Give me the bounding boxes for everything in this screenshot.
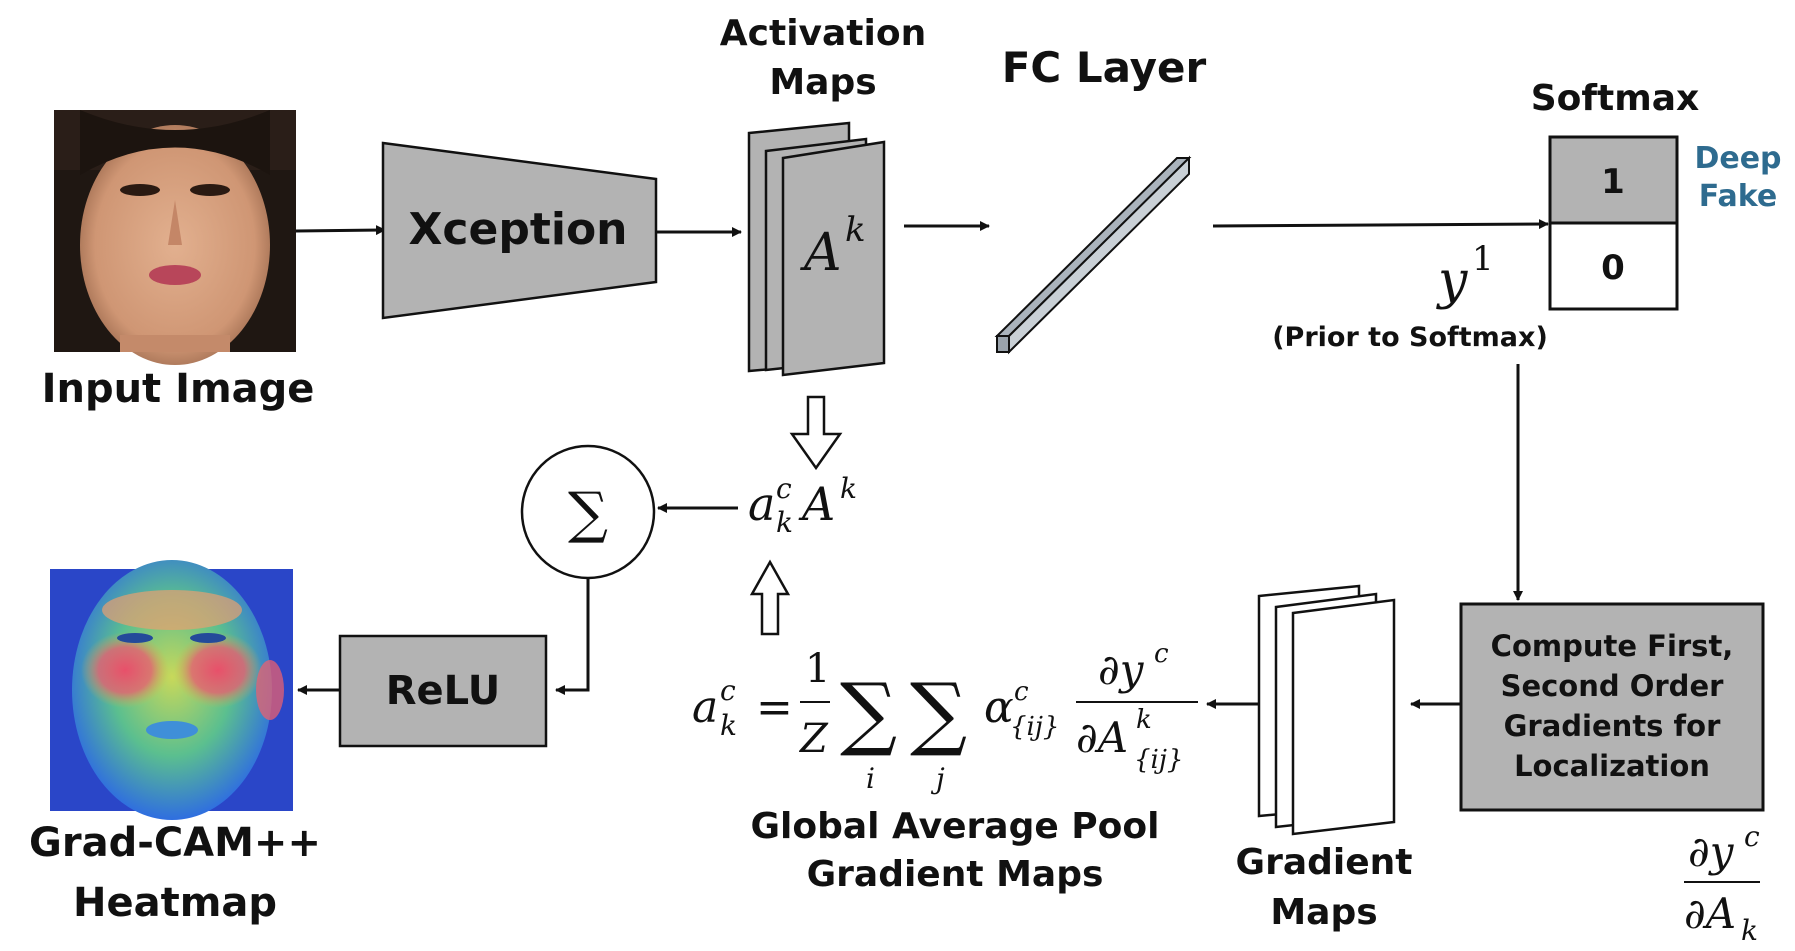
eq-dA: ∂A bbox=[1076, 713, 1128, 762]
activation-maps-stack bbox=[747, 121, 886, 377]
xception-label: Xception bbox=[408, 204, 627, 255]
hollow-arrow-up bbox=[749, 559, 791, 636]
softmax-cell-real bbox=[1548, 221, 1679, 311]
corner-dy: ∂y bbox=[1688, 827, 1735, 876]
eq-alpha-c: c bbox=[1014, 677, 1029, 707]
logit-symbol-y: y bbox=[1436, 251, 1468, 311]
compute-gradients-box bbox=[1459, 602, 1765, 812]
corner-dA: ∂A bbox=[1684, 889, 1736, 938]
softmax-value-1: 1 bbox=[1601, 162, 1625, 202]
eq-alpha-ij: {ij} bbox=[1010, 712, 1059, 742]
arrow-fc-to-softmax bbox=[1212, 219, 1549, 230]
corner-derivative: ∂y c ∂A k bbox=[1684, 820, 1760, 947]
eq-equals: = bbox=[756, 682, 793, 733]
gap-line2: Gradient Maps bbox=[807, 854, 1104, 895]
corner-dA-k: k bbox=[1741, 914, 1758, 947]
gap-line1: Global Average Pool bbox=[751, 806, 1160, 847]
prior-to-softmax-label: (Prior to Softmax) bbox=[1272, 322, 1548, 353]
compute-line3: Gradients for bbox=[1504, 709, 1721, 743]
gradcam-label-line1: Grad-CAM++ bbox=[29, 820, 321, 866]
eq-lhs-k: k bbox=[720, 709, 737, 742]
deep-label: Deep bbox=[1694, 141, 1781, 176]
compute-line2: Second Order bbox=[1501, 669, 1725, 703]
input-image-label: Input Image bbox=[42, 366, 315, 412]
xception-block bbox=[381, 141, 658, 320]
eq-Z: Z bbox=[798, 716, 829, 762]
hollow-arrow-down bbox=[789, 395, 843, 471]
activation-symbol-A: A bbox=[800, 223, 842, 283]
arrow-sum-to-relu bbox=[555, 578, 590, 695]
softmax-value-0: 0 bbox=[1601, 248, 1625, 288]
logit-superscript: 1 bbox=[1472, 239, 1494, 279]
eq-dy-c: c bbox=[1154, 639, 1169, 669]
eq-index-j: j bbox=[930, 762, 945, 795]
eq-index-i: i bbox=[866, 762, 875, 795]
softmax-label: Softmax bbox=[1531, 78, 1700, 119]
gradient-maps-stack bbox=[1257, 584, 1396, 836]
gradcam-label-line2: Heatmap bbox=[73, 880, 277, 926]
activation-symbol-k: k bbox=[845, 210, 866, 250]
fake-label: Fake bbox=[1699, 179, 1777, 214]
arrow-input-to-xception bbox=[295, 225, 386, 236]
eq-sum-i: ∑ bbox=[840, 666, 897, 759]
compute-line4: Localization bbox=[1514, 749, 1710, 783]
weighted-A: A bbox=[798, 477, 835, 531]
eq-one: 1 bbox=[805, 646, 830, 692]
activation-maps-title-line2: Maps bbox=[769, 62, 876, 103]
eq-dA-ij: {ij} bbox=[1134, 745, 1183, 775]
eq-sum-j: ∑ bbox=[910, 666, 967, 759]
compute-line1: Compute First, bbox=[1491, 629, 1734, 663]
weighted-c: c bbox=[776, 472, 792, 505]
gap-equation: a c k = 1 Z ∑ i ∑ j α c {ij} ∂y c ∂A k {… bbox=[692, 639, 1198, 795]
weighted-k: k bbox=[776, 506, 793, 539]
gradcam-heatmap-image bbox=[50, 560, 293, 820]
sum-symbol: ∑ bbox=[568, 481, 608, 546]
relu-box bbox=[338, 634, 548, 748]
eq-lhs-c: c bbox=[720, 674, 736, 707]
gradient-maps-line2: Maps bbox=[1270, 892, 1377, 933]
weighted-activation-term: a c k A k bbox=[748, 472, 857, 539]
fc-layer-label: FC Layer bbox=[1002, 43, 1207, 92]
eq-dy: ∂y bbox=[1098, 645, 1145, 694]
gradient-maps-line1: Gradient bbox=[1236, 842, 1413, 883]
weighted-Ak: k bbox=[840, 472, 857, 505]
fc-layer-bar bbox=[994, 155, 1192, 355]
eq-lhs-a: a bbox=[692, 682, 718, 733]
corner-dy-c: c bbox=[1744, 820, 1760, 853]
weighted-a: a bbox=[748, 477, 775, 531]
eq-alpha: α bbox=[984, 682, 1014, 733]
relu-label: ReLU bbox=[386, 668, 500, 714]
input-face-image bbox=[54, 110, 296, 365]
eq-dA-k: k bbox=[1136, 705, 1152, 735]
activation-maps-title-line1: Activation bbox=[720, 13, 926, 54]
